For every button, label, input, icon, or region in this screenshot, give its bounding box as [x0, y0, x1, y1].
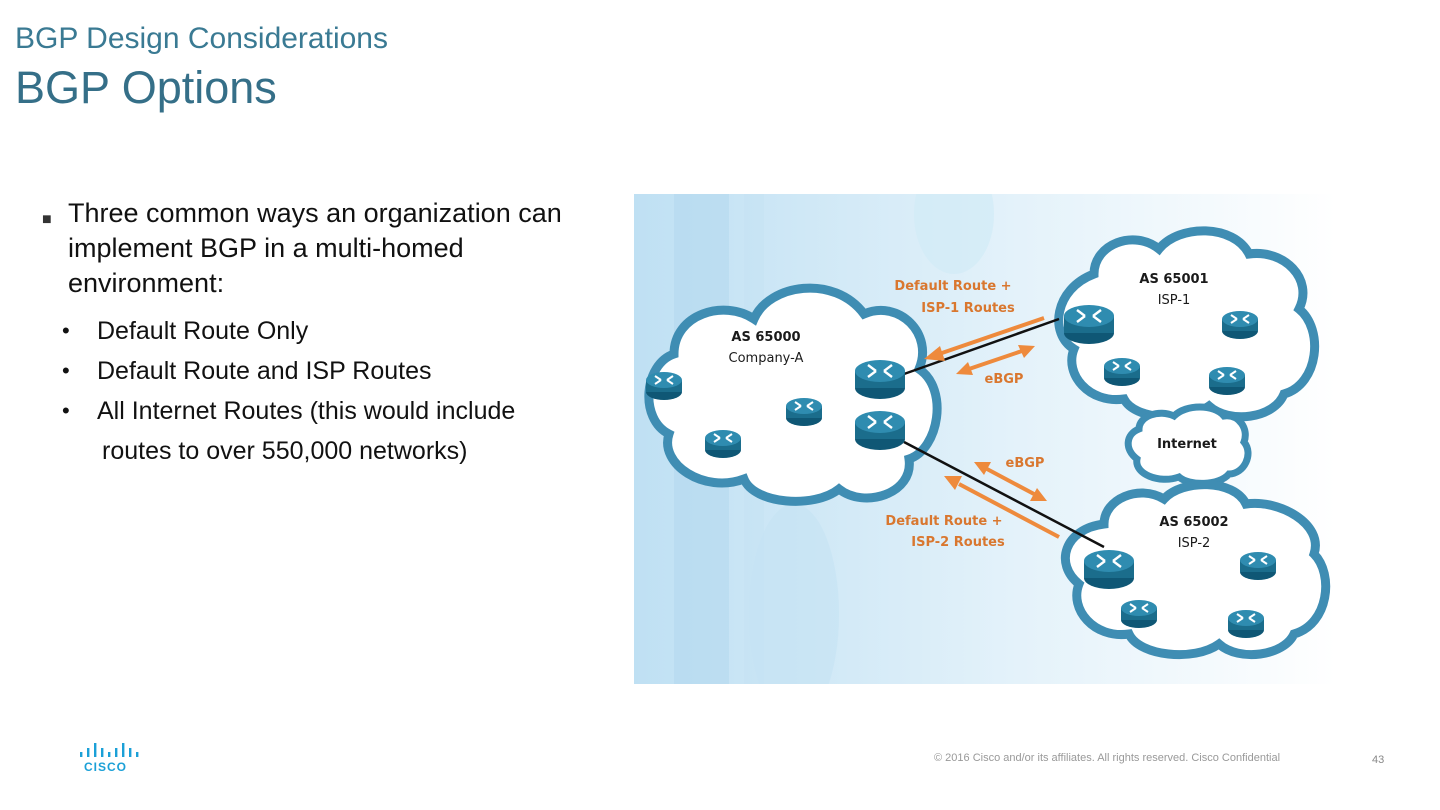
- slide-subtitle: BGP Design Considerations: [15, 22, 388, 55]
- main-bullet: ■ Three common ways an organization can …: [40, 196, 600, 301]
- router-icon: [1227, 609, 1265, 639]
- router-icon: [1103, 357, 1141, 387]
- router-icon: [785, 397, 823, 427]
- ebgp-arrow-1: [956, 345, 1035, 375]
- company-as-label: AS 65000: [731, 330, 800, 345]
- cisco-logo: CISCO: [80, 742, 140, 779]
- cisco-bars-icon: CISCO: [80, 743, 139, 774]
- dot-bullet-icon: •: [62, 358, 70, 383]
- link1-ebgp-label: eBGP: [985, 372, 1024, 387]
- router-icon: [1208, 366, 1246, 396]
- link1-route-label-2: ISP-1 Routes: [921, 301, 1015, 316]
- link2-ebgp-label: eBGP: [1006, 456, 1045, 471]
- link-company-isp1: [903, 317, 1060, 376]
- link2-route-label-2: ISP-2 Routes: [911, 535, 1005, 550]
- sub-bullet-list: • Default Route Only • Default Route and I…: [40, 311, 600, 471]
- router-icon: [1221, 310, 1259, 340]
- company-name-label: Company-A: [729, 351, 804, 366]
- dot-bullet-icon: •: [62, 398, 70, 423]
- internet-label: Internet: [1157, 437, 1217, 452]
- sub-bullet-text: All Internet Routes (this would include: [97, 397, 516, 425]
- dot-bullet-icon: •: [62, 318, 70, 343]
- edge-router-icon: [853, 358, 907, 401]
- sub-bullet-item: • Default Route Only: [40, 311, 600, 351]
- internet-cloud: [1124, 403, 1252, 487]
- isp2-name-label: ISP-2: [1178, 536, 1211, 551]
- route-arrow-2: [944, 476, 1060, 539]
- slide-title: BGP Options: [15, 62, 277, 113]
- sub-bullet-continuation: routes to over 550,000 networks): [102, 437, 468, 465]
- page-number: 43: [1372, 754, 1385, 766]
- link2-route-label: Default Route +: [885, 514, 1002, 529]
- route-arrow-1: [924, 316, 1045, 361]
- bullet-list: ■ Three common ways an organization can …: [40, 196, 600, 471]
- router-icon: [1120, 599, 1158, 629]
- sub-bullet-item: • All Internet Routes (this would include…: [40, 391, 600, 471]
- copyright-notice: © 2016 Cisco and/or its affiliates. All …: [934, 752, 1281, 764]
- svg-text:CISCO: CISCO: [84, 760, 127, 774]
- main-bullet-text: Three common ways an organization can im…: [68, 198, 562, 298]
- isp2-edge-router-icon: [1082, 548, 1136, 591]
- isp1-edge-router-icon: [1062, 303, 1116, 346]
- sub-bullet-item: • Default Route and ISP Routes: [40, 351, 600, 391]
- square-bullet-icon: ■: [42, 211, 52, 228]
- router-icon: [645, 371, 683, 401]
- link1-route-label: Default Route +: [894, 279, 1011, 294]
- router-icon: [1239, 551, 1277, 581]
- link-company-isp2: [903, 440, 1105, 549]
- sub-bullet-text: Default Route Only: [97, 317, 309, 345]
- sub-bullet-text: Default Route and ISP Routes: [97, 357, 432, 385]
- isp2-as-label: AS 65002: [1159, 515, 1228, 530]
- isp1-name-label: ISP-1: [1158, 293, 1191, 308]
- isp1-as-label: AS 65001: [1139, 272, 1208, 287]
- router-icon: [704, 429, 742, 459]
- edge-router-icon: [853, 409, 907, 452]
- bgp-topology-diagram: AS 65000 Company-A AS 65001 ISP-1 AS 650…: [634, 194, 1336, 684]
- ebgp-arrow-2: [974, 462, 1047, 501]
